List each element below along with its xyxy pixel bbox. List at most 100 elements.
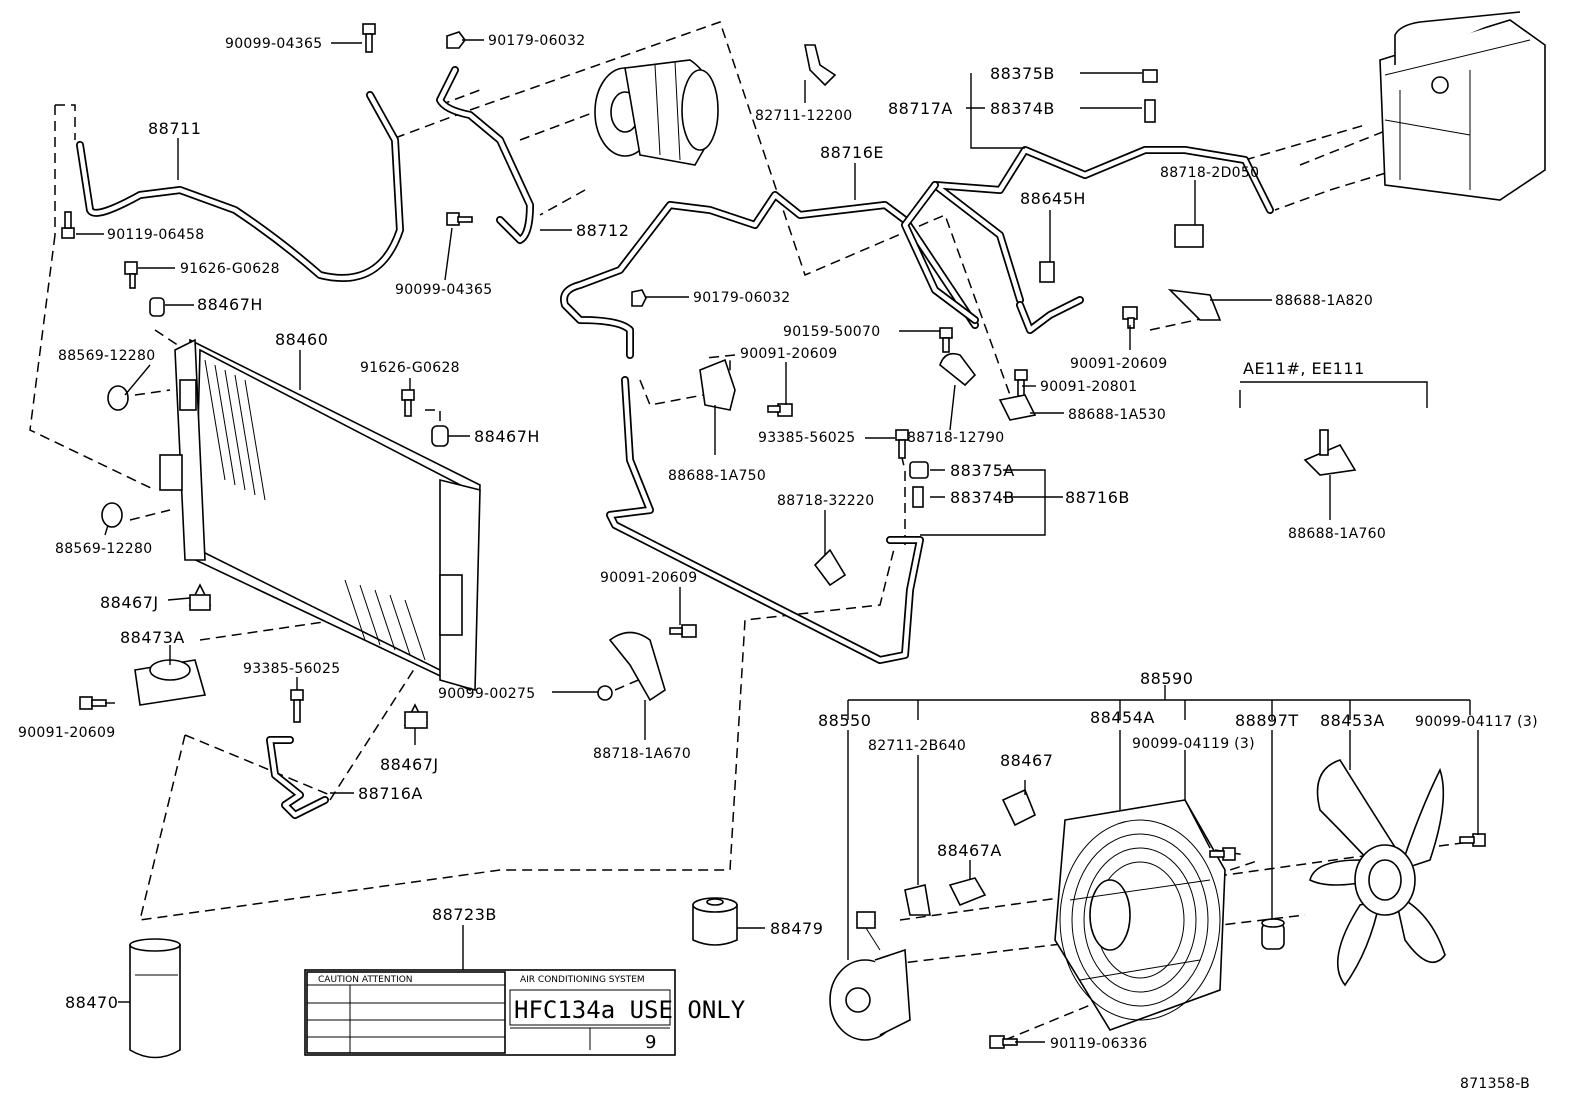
condenser (159, 338, 481, 692)
label-88374B-top: 88374B (990, 99, 1055, 118)
refrigerant-lines (76, 66, 1274, 819)
label-90099-04365-top: 90099-04365 (225, 36, 322, 52)
label-88467J-left: 88467J (100, 593, 159, 612)
label-91626-G0628-right: 91626-G0628 (360, 360, 460, 376)
grommet-88467Jb (403, 703, 428, 729)
label-93385-56025-mid: 93385-56025 (758, 430, 855, 446)
bolt-90091-20609b (767, 403, 793, 417)
clip-82711-2B640 (904, 884, 931, 916)
label-93385-56025-left: 93385-56025 (243, 661, 340, 677)
label-88717A: 88717A (888, 99, 953, 118)
clamp-88718-32220 (813, 548, 847, 587)
label-88718-1A670: 88718-1A670 (593, 746, 691, 762)
label-88718-32220: 88718-32220 (777, 493, 874, 509)
label-88716B: 88716B (1065, 488, 1130, 507)
label-90099-04117: 90099-04117 (3) (1415, 714, 1538, 730)
label-90099-04365-mid: 90099-04365 (395, 282, 492, 298)
label-88712: 88712 (576, 221, 629, 240)
nut-88375B (1142, 69, 1158, 83)
label-88718-12790: 88718-12790 (907, 430, 1004, 446)
label-88897T: 88897T (1235, 711, 1299, 730)
bolt-90099-04119 (1209, 847, 1236, 861)
label-88688-1A750: 88688-1A750 (668, 468, 766, 484)
bolt-93385-56025b (895, 429, 909, 459)
label-90091-20609-mid: 90091-20609 (740, 346, 837, 362)
compressor (594, 59, 719, 166)
label-90099-00275: 90099-00275 (438, 686, 535, 702)
bolt-90091-20801 (1014, 369, 1028, 397)
label-90091-20609-right: 90091-20609 (1070, 356, 1167, 372)
label-90091-20609-lower: 90091-20609 (600, 570, 697, 586)
label-88467A: 88467A (937, 841, 1002, 860)
label-88454A: 88454A (1090, 708, 1155, 727)
caution-number: 9 (645, 1032, 656, 1053)
clamp-88718-2D050 (1174, 224, 1204, 248)
label-88375B: 88375B (990, 64, 1055, 83)
nut-88375A (909, 461, 929, 479)
label-88688-1A530: 88688-1A530 (1068, 407, 1166, 423)
caution-header: CAUTION ATTENTION (318, 975, 413, 985)
fan-motor (829, 911, 911, 1041)
label-88723B: 88723B (432, 905, 497, 924)
label-figure-number: 871358-B (1460, 1076, 1530, 1092)
grommet-88467Ha (149, 297, 165, 317)
label-90159-50070: 90159-50070 (783, 324, 880, 340)
nut-90179-06032b (631, 289, 647, 307)
label-88460: 88460 (275, 330, 328, 349)
receiver-dryer (129, 938, 181, 1059)
nut-90179-06032a (446, 31, 466, 49)
label-88467: 88467 (1000, 751, 1053, 770)
caution-label: CAUTION ATTENTION AIR CONDITIONING SYSTE… (304, 969, 746, 1056)
label-88688-1A820: 88688-1A820 (1275, 293, 1373, 309)
bracket-88688-1A750 (699, 358, 736, 411)
leader-lines (76, 39, 1479, 1043)
label-88569-12280-top: 88569-12280 (58, 348, 155, 364)
label-82711-2B640: 82711-2B640 (868, 738, 966, 754)
part-labels: 90099-04365 90179-06032 88711 90119-0645… (18, 33, 1538, 1092)
clamp-88473A (134, 659, 207, 706)
switch-88645H (1039, 261, 1055, 283)
cooling-unit (1379, 11, 1546, 201)
label-AE11-EE111: AE11#, EE111 (1243, 359, 1365, 378)
label-88470: 88470 (65, 993, 118, 1012)
label-88711: 88711 (148, 119, 201, 138)
bolt-90119-06458 (61, 211, 75, 239)
label-90119-06458: 90119-06458 (107, 227, 204, 243)
caution-big-text: HFC134a USE ONLY (514, 996, 746, 1024)
connector-88467A (948, 877, 987, 907)
label-90091-20609-left: 90091-20609 (18, 725, 115, 741)
bolt-90159-50070 (939, 327, 953, 353)
label-90099-04119: 90099-04119 (3) (1132, 736, 1255, 752)
bolt-91626-G0628a (124, 261, 138, 289)
label-88718-2D050: 88718-2D050 (1160, 165, 1259, 181)
bolt-90099-04365b (446, 212, 473, 226)
label-82711-12200: 82711-12200 (755, 108, 852, 124)
bracket-88688-1A760 (1303, 429, 1357, 476)
label-88374B-bottom: 88374B (950, 488, 1015, 507)
bolt-90091-20609d (669, 624, 697, 638)
clip-88569-12280b (101, 502, 123, 528)
label-90091-20801: 90091-20801 (1040, 379, 1137, 395)
label-88467H-right: 88467H (474, 427, 540, 446)
bracket-88688-1A820 (1167, 288, 1222, 321)
small-parts (61, 23, 1486, 1049)
label-88467J-bottom: 88467J (380, 755, 439, 774)
bracket-88688-1A530 (998, 394, 1037, 421)
label-88453A: 88453A (1320, 711, 1385, 730)
label-88375A: 88375A (950, 461, 1015, 480)
label-91626-G0628-left: 91626-G0628 (180, 261, 280, 277)
label-88645H: 88645H (1020, 189, 1086, 208)
label-90179-06032-mid: 90179-06032 (693, 290, 790, 306)
caution-header-right: AIR CONDITIONING SYSTEM (520, 975, 645, 985)
grommet-88467Ja (188, 583, 212, 611)
label-90179-06032-top: 90179-06032 (488, 33, 585, 49)
bracket-88718-1A670 (608, 631, 666, 702)
parts (61, 11, 1546, 1059)
label-88479: 88479 (770, 919, 823, 938)
clip-82711-12200 (804, 44, 837, 87)
label-90119-06336: 90119-06336 (1050, 1036, 1147, 1052)
label-88569-12280-bottom: 88569-12280 (55, 541, 152, 557)
part-88479 (692, 897, 738, 946)
label-88590: 88590 (1140, 669, 1193, 688)
